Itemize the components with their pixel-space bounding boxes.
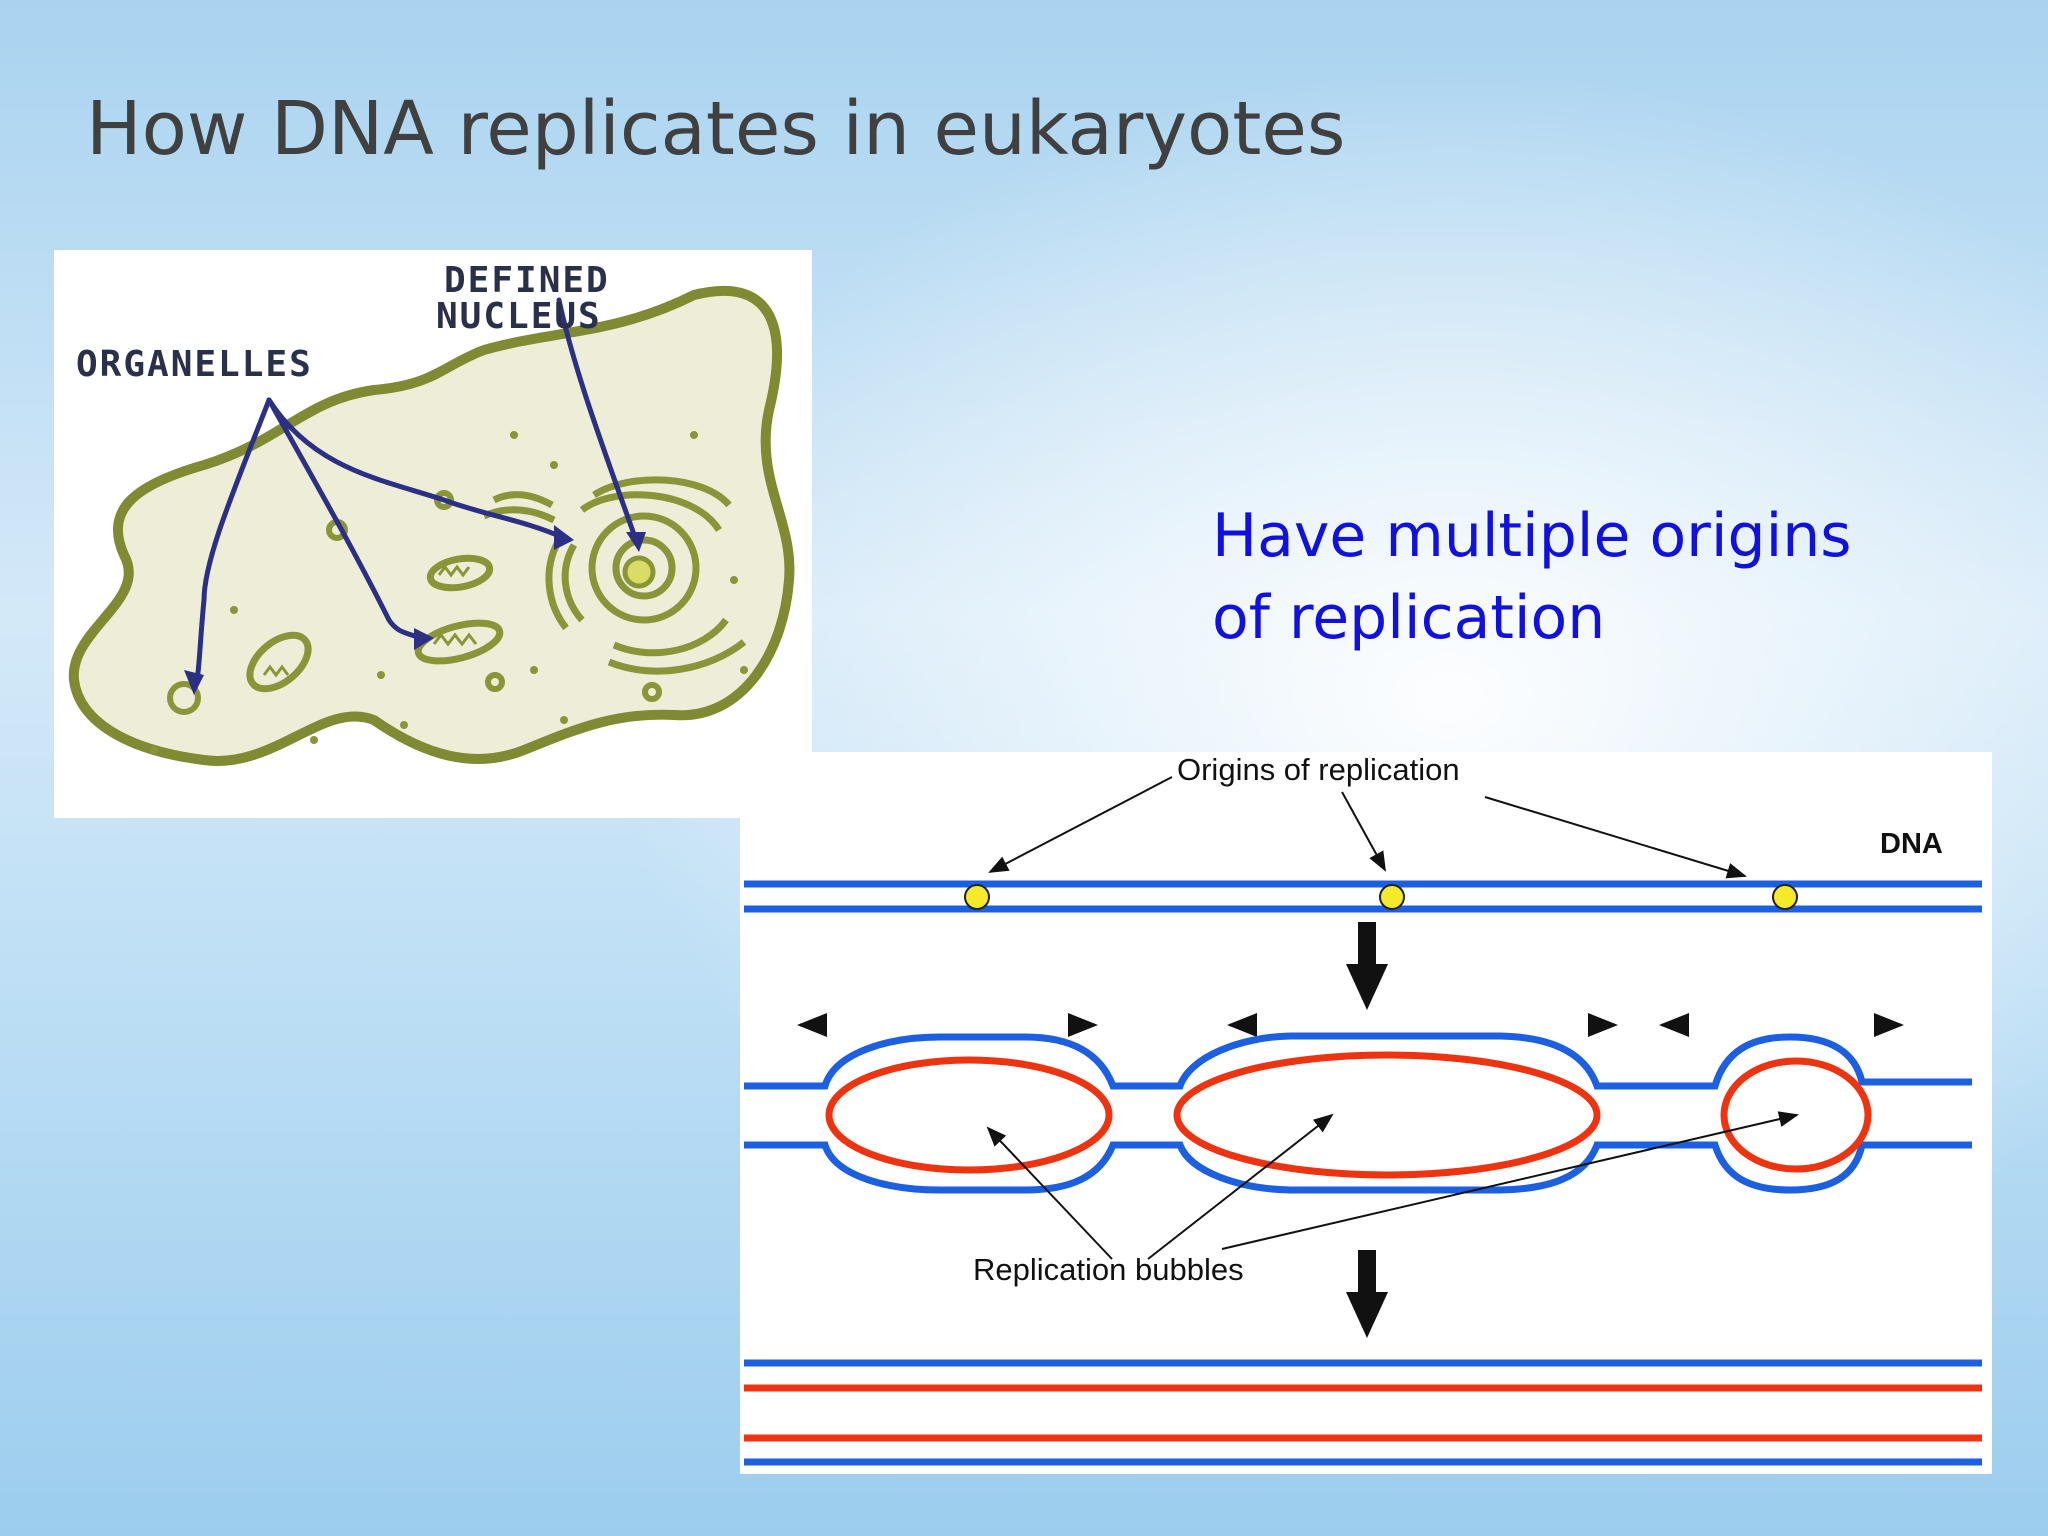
origin-leader-lines xyxy=(988,776,1747,879)
label-dna: DNA xyxy=(1880,828,1943,860)
bullet-line-2: of replication xyxy=(1212,583,1606,653)
granules xyxy=(150,431,748,754)
label-origins: Origins of replication xyxy=(1177,752,1460,787)
bubble-leader-lines xyxy=(986,1111,1799,1260)
label-defined: DEFINED xyxy=(444,260,610,301)
dna-replication-diagram: Origins of replication DNA Replication b… xyxy=(740,752,1992,1474)
bullet-text: Have multiple origins of replication xyxy=(1212,495,1912,659)
arrow-heads xyxy=(184,525,646,695)
slide-title: How DNA replicates in eukaryotes xyxy=(86,86,1346,172)
label-nucleus: NUCLEUS xyxy=(436,296,602,337)
daughter-duplexes xyxy=(744,1359,1982,1466)
bubble-new-strands xyxy=(825,1051,1872,1179)
origin-marker xyxy=(964,884,990,910)
parent-dna-strands xyxy=(744,880,1982,913)
bubble-parent-strands xyxy=(744,1032,1972,1194)
dna-drawing xyxy=(744,776,1982,1466)
origin-marker xyxy=(1379,884,1405,910)
bullet-line-1: Have multiple origins xyxy=(1212,501,1852,571)
cell-membrane xyxy=(68,285,795,766)
cell-illustration: DEFINED NUCLEUS ORGANELLES xyxy=(54,250,812,818)
label-bubbles: Replication bubbles xyxy=(973,1252,1244,1287)
step-arrows xyxy=(1346,922,1388,1338)
origin-marker xyxy=(1772,884,1798,910)
cell-drawing xyxy=(68,285,795,766)
label-organelles: ORGANELLES xyxy=(76,344,313,385)
origin-markers xyxy=(964,884,1798,910)
pointer-arrows xyxy=(191,297,639,685)
